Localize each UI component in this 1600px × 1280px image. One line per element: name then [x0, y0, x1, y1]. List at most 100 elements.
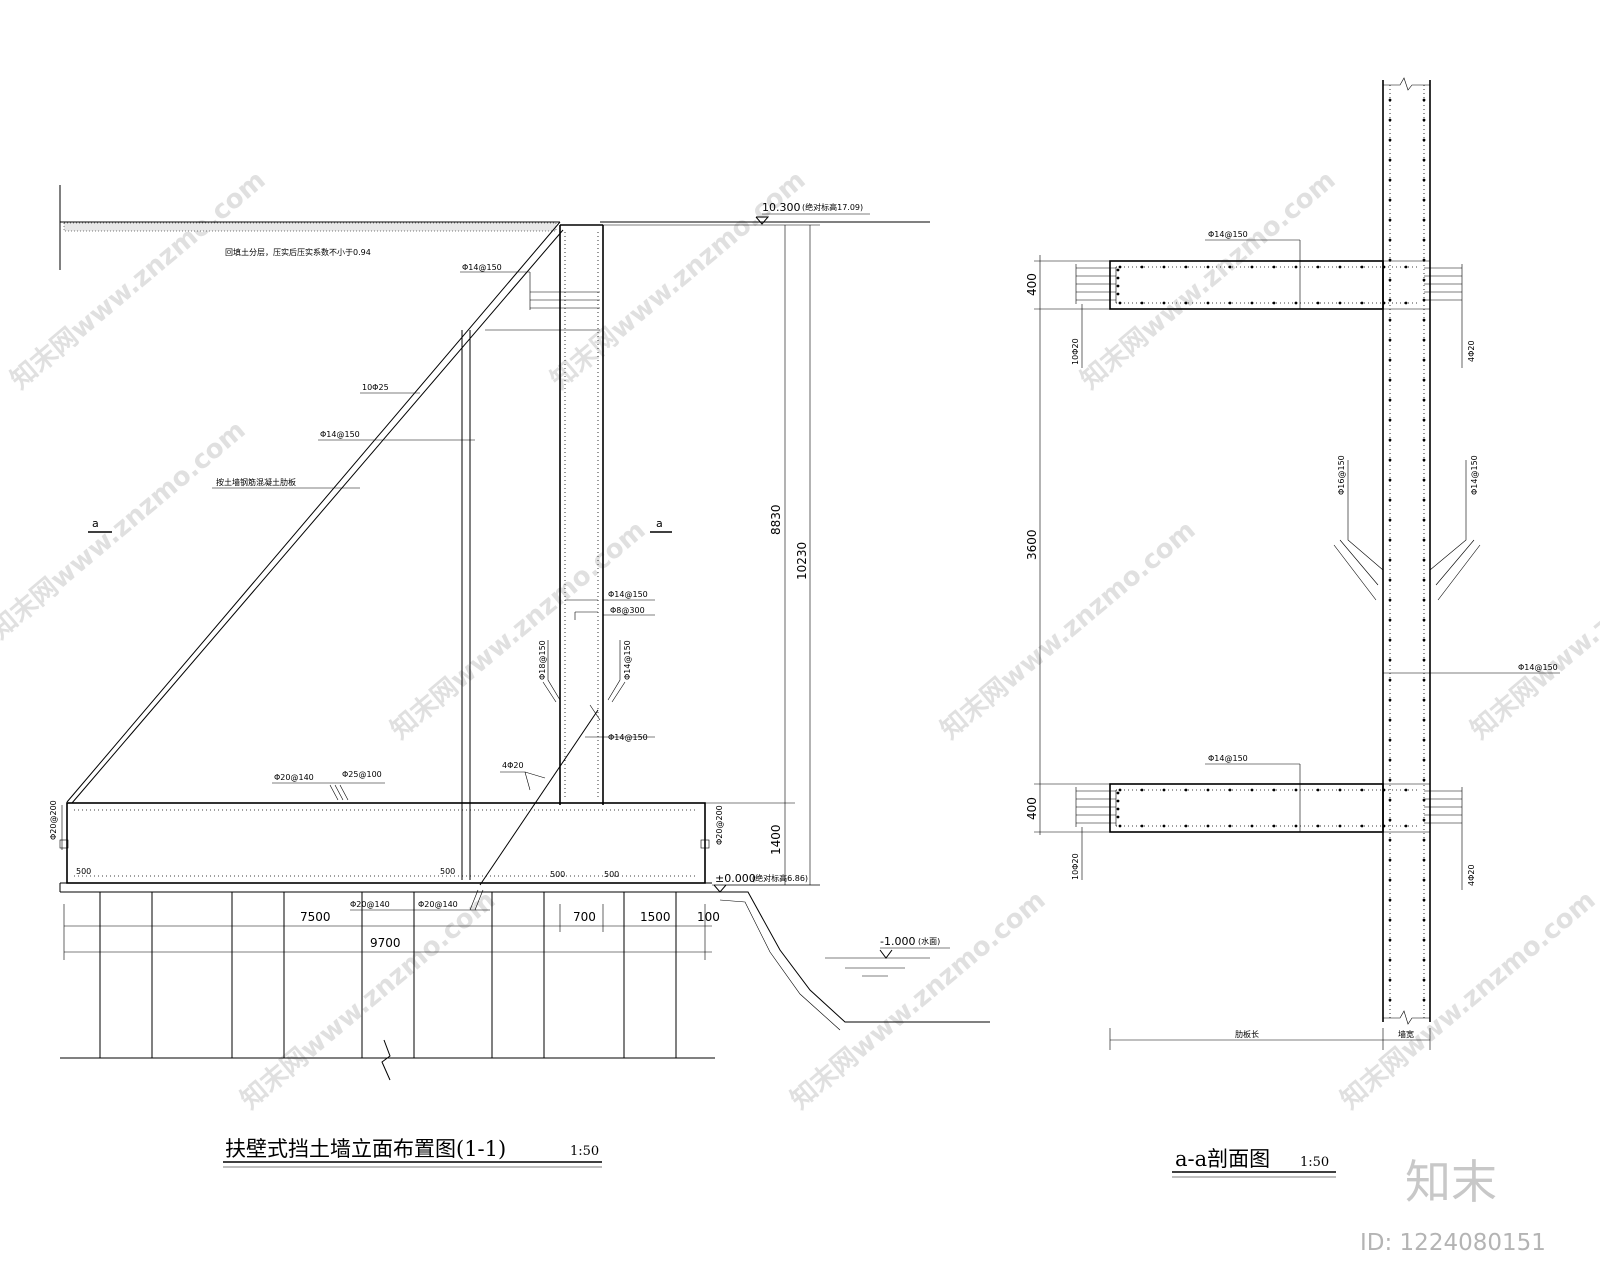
rebar-dot [1382, 301, 1386, 305]
rebar-dot [1388, 938, 1392, 942]
section-rib-left-1: 10Φ20 [1071, 338, 1080, 365]
watermark-text: 知末网www.znzmo.com [785, 885, 1051, 1115]
rebar-dot [1422, 318, 1426, 322]
rebar-dot [1422, 658, 1426, 662]
section-rib-top-bar: Φ14@150 [1208, 230, 1248, 239]
rebar-dot [1388, 98, 1392, 102]
rebar-dot [1422, 118, 1426, 122]
rebar-dot [1422, 778, 1426, 782]
rebar-dot [1422, 98, 1426, 102]
section-title: a-a剖面图 [1175, 1147, 1270, 1171]
rebar-dot [1294, 788, 1298, 792]
rebar-dot [1316, 824, 1320, 828]
rebar-dot [1404, 301, 1408, 305]
rebar-dot [1206, 788, 1210, 792]
watermark-text: 知末网www.znzmo.com [1335, 885, 1600, 1115]
rebar-dot [1422, 718, 1426, 722]
rebar-dot [1388, 578, 1392, 582]
rebar-dot [1422, 538, 1426, 542]
rebar-dot [1388, 498, 1392, 502]
rebar-dot [1116, 791, 1120, 795]
dim-total-height: 10230 [795, 542, 809, 580]
watermark-text: 知末网www.znzmo.com [5, 165, 271, 395]
rebar-dot [1388, 278, 1392, 282]
rebar-dot [1360, 265, 1364, 269]
elevation-title: 扶壁式挡土墙立面布置图(1-1) [225, 1137, 506, 1161]
rebar-dot [1388, 478, 1392, 482]
backfill-note: 回填土分层，压实后压实系数不小于0.94 [225, 247, 371, 257]
rebar-dot [1388, 798, 1392, 802]
rebar-dot [1388, 378, 1392, 382]
elevation-view: 回填土分层，压实后压实系数不小于0.94 500 500 500 500 [49, 185, 990, 1168]
section-wall-vert-right: Φ14@150 [1470, 455, 1479, 495]
rebar-dot [1184, 265, 1188, 269]
rebar-base-bot-2: Φ20@140 [418, 900, 458, 909]
rebar-dot [1388, 458, 1392, 462]
rebar-dot [1422, 478, 1426, 482]
rebar-dot [1388, 438, 1392, 442]
rebar-dot [1388, 638, 1392, 642]
rebar-dot [1422, 618, 1426, 622]
rebar-dot [1422, 438, 1426, 442]
site-logo: 知末 [1405, 1155, 1497, 1209]
rebar-dot [1116, 815, 1120, 819]
section-mark-right: a [656, 517, 663, 530]
rebar-dot [1422, 998, 1426, 1002]
rebar-dot [1118, 788, 1122, 792]
watermark-text: 知末网www.znzmo.com [1465, 515, 1600, 745]
rebar-dot [1388, 898, 1392, 902]
section-dim-clear: 3600 [1025, 529, 1039, 560]
rebar-rib-mid: Φ14@150 [320, 430, 360, 439]
rebar-dot [1388, 658, 1392, 662]
rebar-dot [1206, 824, 1210, 828]
rebar-dot [1272, 265, 1276, 269]
watermark-text: 知末网www.znzmo.com [0, 415, 251, 645]
watermark-text: 知末网www.znzmo.com [1075, 165, 1341, 395]
rebar-dot [1316, 788, 1320, 792]
rebar-dot [1422, 878, 1426, 882]
rebar-dot [1422, 758, 1426, 762]
rebar-dot [1272, 824, 1276, 828]
rebar-dot [1316, 265, 1320, 269]
rebar-dot [1388, 838, 1392, 842]
rebar-dot [1206, 301, 1210, 305]
rebar-dot [1116, 807, 1120, 811]
rebar-dot [1388, 738, 1392, 742]
rebar-base-top-2: Φ25@100 [342, 770, 382, 779]
rebar-dot [1422, 898, 1426, 902]
rebar-dot [1422, 458, 1426, 462]
rebar-dot [1338, 265, 1342, 269]
rebar-dot [1382, 824, 1386, 828]
rebar-dot [1422, 158, 1426, 162]
rebar-dot [1388, 158, 1392, 162]
watermark-text: 知末网www.znzmo.com [545, 165, 811, 395]
rebar-dot [1116, 276, 1120, 280]
rebar-dot [1206, 265, 1210, 269]
watermark-layer: 知末网www.znzmo.com 知末网www.znzmo.com 知末网www… [0, 165, 1600, 1115]
rebar-dot [1388, 758, 1392, 762]
rebar-dot [1116, 268, 1120, 272]
rebar-dot [1388, 678, 1392, 682]
rebar-dot [1184, 301, 1188, 305]
rebar-dot [1388, 858, 1392, 862]
water-level-note: (水面) [918, 936, 940, 946]
rebar-slope-bars: 10Φ25 [362, 383, 389, 392]
rebar-dot [1422, 978, 1426, 982]
rebar-callouts: Φ14@150 10Φ25 Φ14@150 按土墙钢筋混凝土肋板 Φ14@150… [49, 263, 724, 911]
rebar-wall-vert-right: Φ14@150 [623, 640, 632, 680]
section-wall-mid-bar: Φ14@150 [1518, 663, 1558, 672]
rebar-dot [1422, 138, 1426, 142]
rebar-base-right-side: Φ20@200 [715, 805, 724, 845]
rebar-dot [1388, 258, 1392, 262]
rebar-dot [1162, 301, 1166, 305]
rebar-dot [1388, 878, 1392, 882]
rebar-dot [1404, 265, 1408, 269]
rebar-dot [1422, 178, 1426, 182]
rebar-dot [1118, 265, 1122, 269]
rebar-dot [1388, 538, 1392, 542]
rebar-dot [1116, 292, 1120, 296]
watermark-text: 知末网www.znzmo.com [235, 885, 501, 1115]
rebar-dot [1422, 558, 1426, 562]
rebar-dot [1422, 338, 1426, 342]
